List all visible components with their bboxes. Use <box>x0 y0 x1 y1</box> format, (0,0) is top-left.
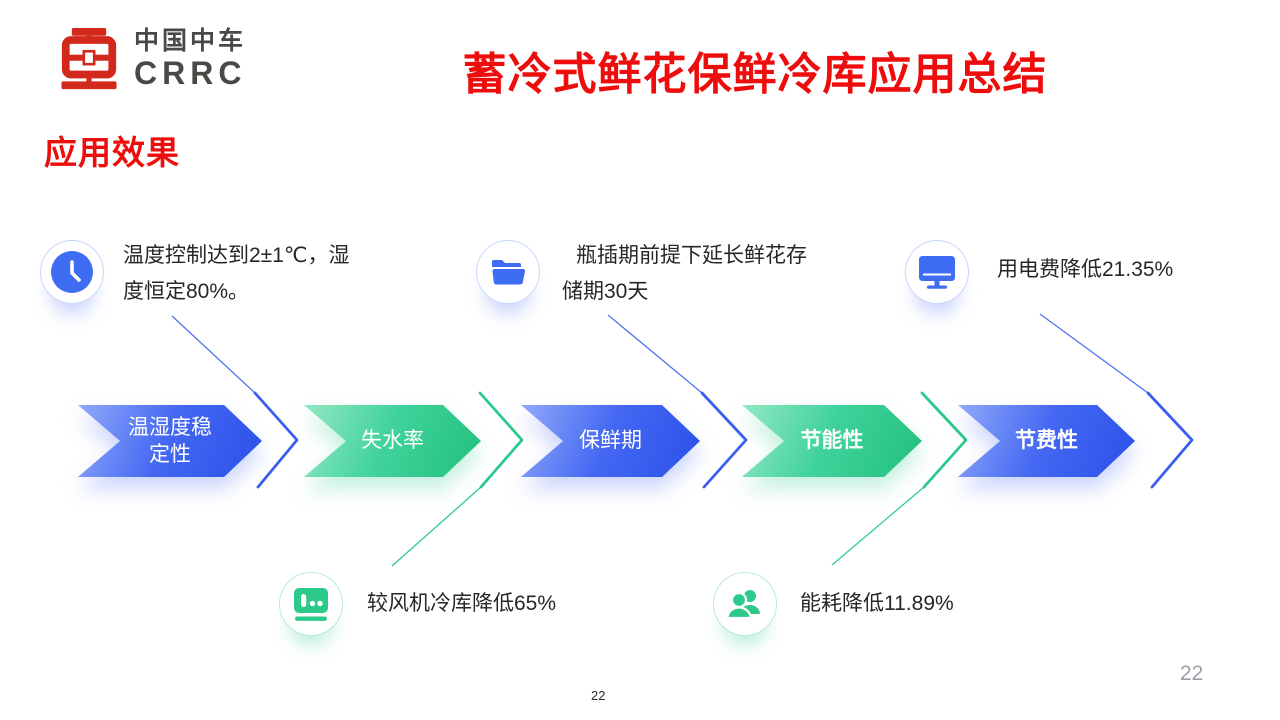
flow-step-water-loss: 失水率 <box>304 405 481 477</box>
flow-step-label: 温湿度稳定性 <box>128 415 212 466</box>
flow-step-cost-saving: 节费性 <box>958 405 1135 477</box>
callout-line: 瓶插期前提下延长鲜花存 <box>576 244 807 267</box>
monitor-icon <box>905 240 969 304</box>
connector-line-folder <box>607 314 703 394</box>
board-chart-icon <box>279 572 343 636</box>
callout-line: 用电费降低21.35% <box>997 258 1174 281</box>
clock-icon <box>40 240 104 304</box>
chevron-separator-1 <box>253 391 299 489</box>
chevron-separator-3 <box>700 391 748 489</box>
page-number: 22 <box>1180 662 1204 685</box>
connector-line-users <box>831 486 925 566</box>
flow-step-energy-saving: 节能性 <box>742 405 922 477</box>
chevron-separator-end <box>1146 391 1194 489</box>
crrc-emblem-icon <box>61 28 117 90</box>
flow-step-stability: 温湿度稳定性 <box>78 405 262 477</box>
chevron-separator-2 <box>478 391 524 489</box>
connector-line-board <box>391 486 482 567</box>
callout-storage-text: 瓶插期前提下延长鲜花存 储期30天 <box>562 238 842 310</box>
flow-step-label: 失水率 <box>361 429 424 453</box>
folder-icon <box>476 240 540 304</box>
callout-line: 能耗降低11.89% <box>800 592 954 615</box>
callout-fan-cooler-text: 较风机冷库降低65% <box>367 586 667 622</box>
logo-english-name: CRRC <box>134 55 247 91</box>
callout-temperature-text: 温度控制达到2±1℃，湿 度恒定80%。 <box>123 238 391 310</box>
flow-step-label: 保鲜期 <box>579 429 642 453</box>
logo-chinese-name: 中国中车 <box>134 27 247 55</box>
crrc-logo: 中国中车 CRRC <box>58 28 246 90</box>
callout-electricity-text: 用电费降低21.35% <box>997 252 1280 288</box>
page-title: 蓄冷式鲜花保鲜冷库应用总结 <box>462 50 1048 99</box>
flow-step-freshness: 保鲜期 <box>521 405 700 477</box>
users-icon <box>713 572 777 636</box>
section-heading: 应用效果 <box>44 134 180 171</box>
connector-line-clock <box>171 315 256 394</box>
connector-line-monitor <box>1039 313 1149 394</box>
page-number-small: 22 <box>591 688 606 703</box>
flow-step-label: 节费性 <box>1015 429 1078 453</box>
callout-line: 温度控制达到2±1℃，湿 <box>123 244 350 267</box>
callout-energy-text: 能耗降低11.89% <box>800 586 1100 622</box>
flow-step-label: 节能性 <box>800 429 864 453</box>
callout-line: 较风机冷库降低65% <box>367 592 557 615</box>
callout-line: 储期30天 <box>562 280 649 303</box>
crrc-logo-text: 中国中车 CRRC <box>134 27 247 91</box>
chevron-separator-4 <box>920 391 968 489</box>
callout-line: 度恒定80%。 <box>123 280 250 303</box>
